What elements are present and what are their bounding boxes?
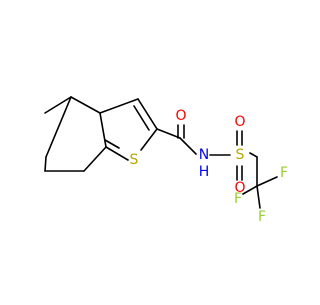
bond-thiophene-1	[99, 98, 139, 114]
atom-f-bottom: F	[258, 209, 266, 225]
bond-thiophene-2b	[133, 105, 150, 131]
bonds	[44, 96, 278, 209]
atom-h-amide: H	[199, 164, 210, 180]
atom-f-right: F	[280, 165, 288, 181]
bond-c-f-right	[256, 176, 278, 187]
bond-c-carbonyl	[156, 128, 181, 139]
atom-o-carbonyl: O	[175, 108, 186, 124]
bond-c-f-left	[242, 185, 258, 195]
atom-n-amide: N	[199, 147, 209, 163]
bond-ring-3	[83, 146, 107, 172]
bond-ring-2	[99, 112, 107, 148]
atom-o-sulfonyl-bottom: O	[234, 180, 245, 196]
bond-thiophene-2	[137, 98, 158, 130]
bond-thiophene-3	[140, 128, 158, 151]
atom-f-left: F	[234, 191, 242, 207]
atom-s-thiophene: S	[130, 152, 139, 168]
bond-s-ch2	[249, 152, 258, 158]
atom-o-sulfonyl-top: O	[234, 114, 245, 130]
bond-c-n	[179, 137, 197, 155]
atom-s-sulfonyl: S	[236, 147, 245, 163]
bond-methyl	[44, 96, 72, 114]
molecule-diagram: S O N H S O O F F F	[44, 96, 288, 225]
structure-canvas: S O N H S O O F F F	[44, 96, 288, 225]
atom-labels: S O N H S O O F F F	[130, 108, 288, 225]
bond-thiophene-4	[105, 146, 129, 161]
bond-ring-5	[44, 156, 47, 172]
bond-c-f-bottom	[256, 185, 261, 209]
bond-thiophene-4b	[104, 139, 120, 149]
bond-ring-1	[70, 96, 101, 114]
bond-ring-6	[45, 96, 72, 158]
